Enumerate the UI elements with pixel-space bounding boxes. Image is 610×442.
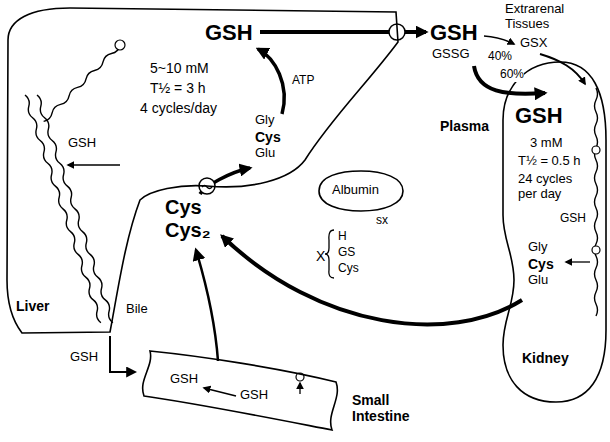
node-text: Cys	[528, 256, 554, 272]
node-text: GSH	[560, 212, 586, 226]
node-text: GSH	[515, 103, 563, 128]
bile-flow-connector	[110, 336, 135, 372]
outline-path	[319, 171, 403, 211]
node-text: Gly	[528, 240, 548, 255]
outline-path	[7, 8, 398, 333]
diagram-label: sx	[376, 214, 388, 228]
node-text: Kidney	[522, 350, 569, 366]
node-text: Gly	[255, 113, 275, 128]
node-text: Glu	[255, 146, 275, 161]
bile-canaliculus	[23, 94, 103, 323]
transporter-circle	[115, 40, 125, 50]
flow-arrow	[484, 36, 514, 44]
diagram-label: X	[316, 248, 325, 264]
transport-arrow	[204, 388, 236, 396]
diagram-label: 60%	[500, 68, 524, 82]
outline-shape	[4, 4, 402, 336]
return-arrow	[222, 236, 522, 324]
outline-path	[503, 62, 606, 402]
transporter-circle	[592, 146, 600, 154]
canaliculus-branch	[42, 44, 121, 123]
transporter-circle	[592, 246, 600, 254]
diagram-label: Cys	[165, 196, 202, 219]
absorption-arrow	[196, 250, 218, 361]
transport-arrow	[299, 383, 300, 394]
renal-tubule	[595, 88, 598, 316]
node-text: Small Intestine	[352, 392, 427, 424]
albumin-blob: Albumin	[318, 170, 404, 212]
flow-arrow	[540, 54, 585, 84]
brace	[325, 230, 334, 278]
diagram-label: Cys	[338, 262, 359, 276]
uptake-arrow	[200, 168, 250, 194]
node-text: GSH	[240, 388, 268, 403]
node-text: Glu	[528, 273, 548, 288]
small-intestine-tube: GSH GSH Small Intestine	[135, 346, 427, 440]
diagram-label: Bile	[126, 302, 148, 317]
node-text: 24 cycles per day	[518, 172, 588, 202]
diagram-label: GS	[338, 246, 355, 260]
diagram-label: GSH	[70, 350, 98, 365]
node-text: Liver	[16, 298, 49, 314]
node-text: Albumin	[332, 183, 379, 198]
node-text: GSH	[68, 136, 96, 151]
node-text: Cys	[255, 129, 281, 145]
node-text: GSH	[170, 372, 198, 387]
diagram-label: Extrarenal Tissues	[505, 2, 590, 32]
node-text: 4 cycles/day	[140, 100, 217, 116]
diagram-label: 40%	[488, 50, 512, 64]
transport-arrow	[68, 164, 120, 165]
node-text: 3 mM	[530, 136, 563, 151]
diagram-label: Cys₂	[165, 219, 211, 242]
node-text: T½ = 0.5 h	[518, 154, 581, 169]
node-text: ATP	[292, 74, 314, 88]
node-text: 5~10 mM	[150, 60, 209, 76]
synthesis-arrow	[258, 49, 284, 114]
diagram-label: GSH	[430, 20, 478, 45]
diagram-label: GSSG	[432, 47, 470, 62]
diagram-label: Plasma	[440, 118, 489, 134]
node-text: GSH	[205, 20, 253, 45]
node-text: T½ = 3 h	[150, 80, 206, 96]
transport-arrow	[566, 261, 590, 262]
diagram-label: GSX	[520, 36, 547, 51]
liver-outline: GSH5~10 mMT½ = 3 h4 cycles/dayATPGlyCysG…	[4, 4, 402, 336]
diagram-label: H	[338, 230, 347, 244]
kidney-outline: GSH3 mMT½ = 0.5 h24 cycles per dayGSHGly…	[500, 58, 608, 404]
bile-canaliculus	[35, 94, 115, 323]
outline-path	[143, 351, 338, 430]
